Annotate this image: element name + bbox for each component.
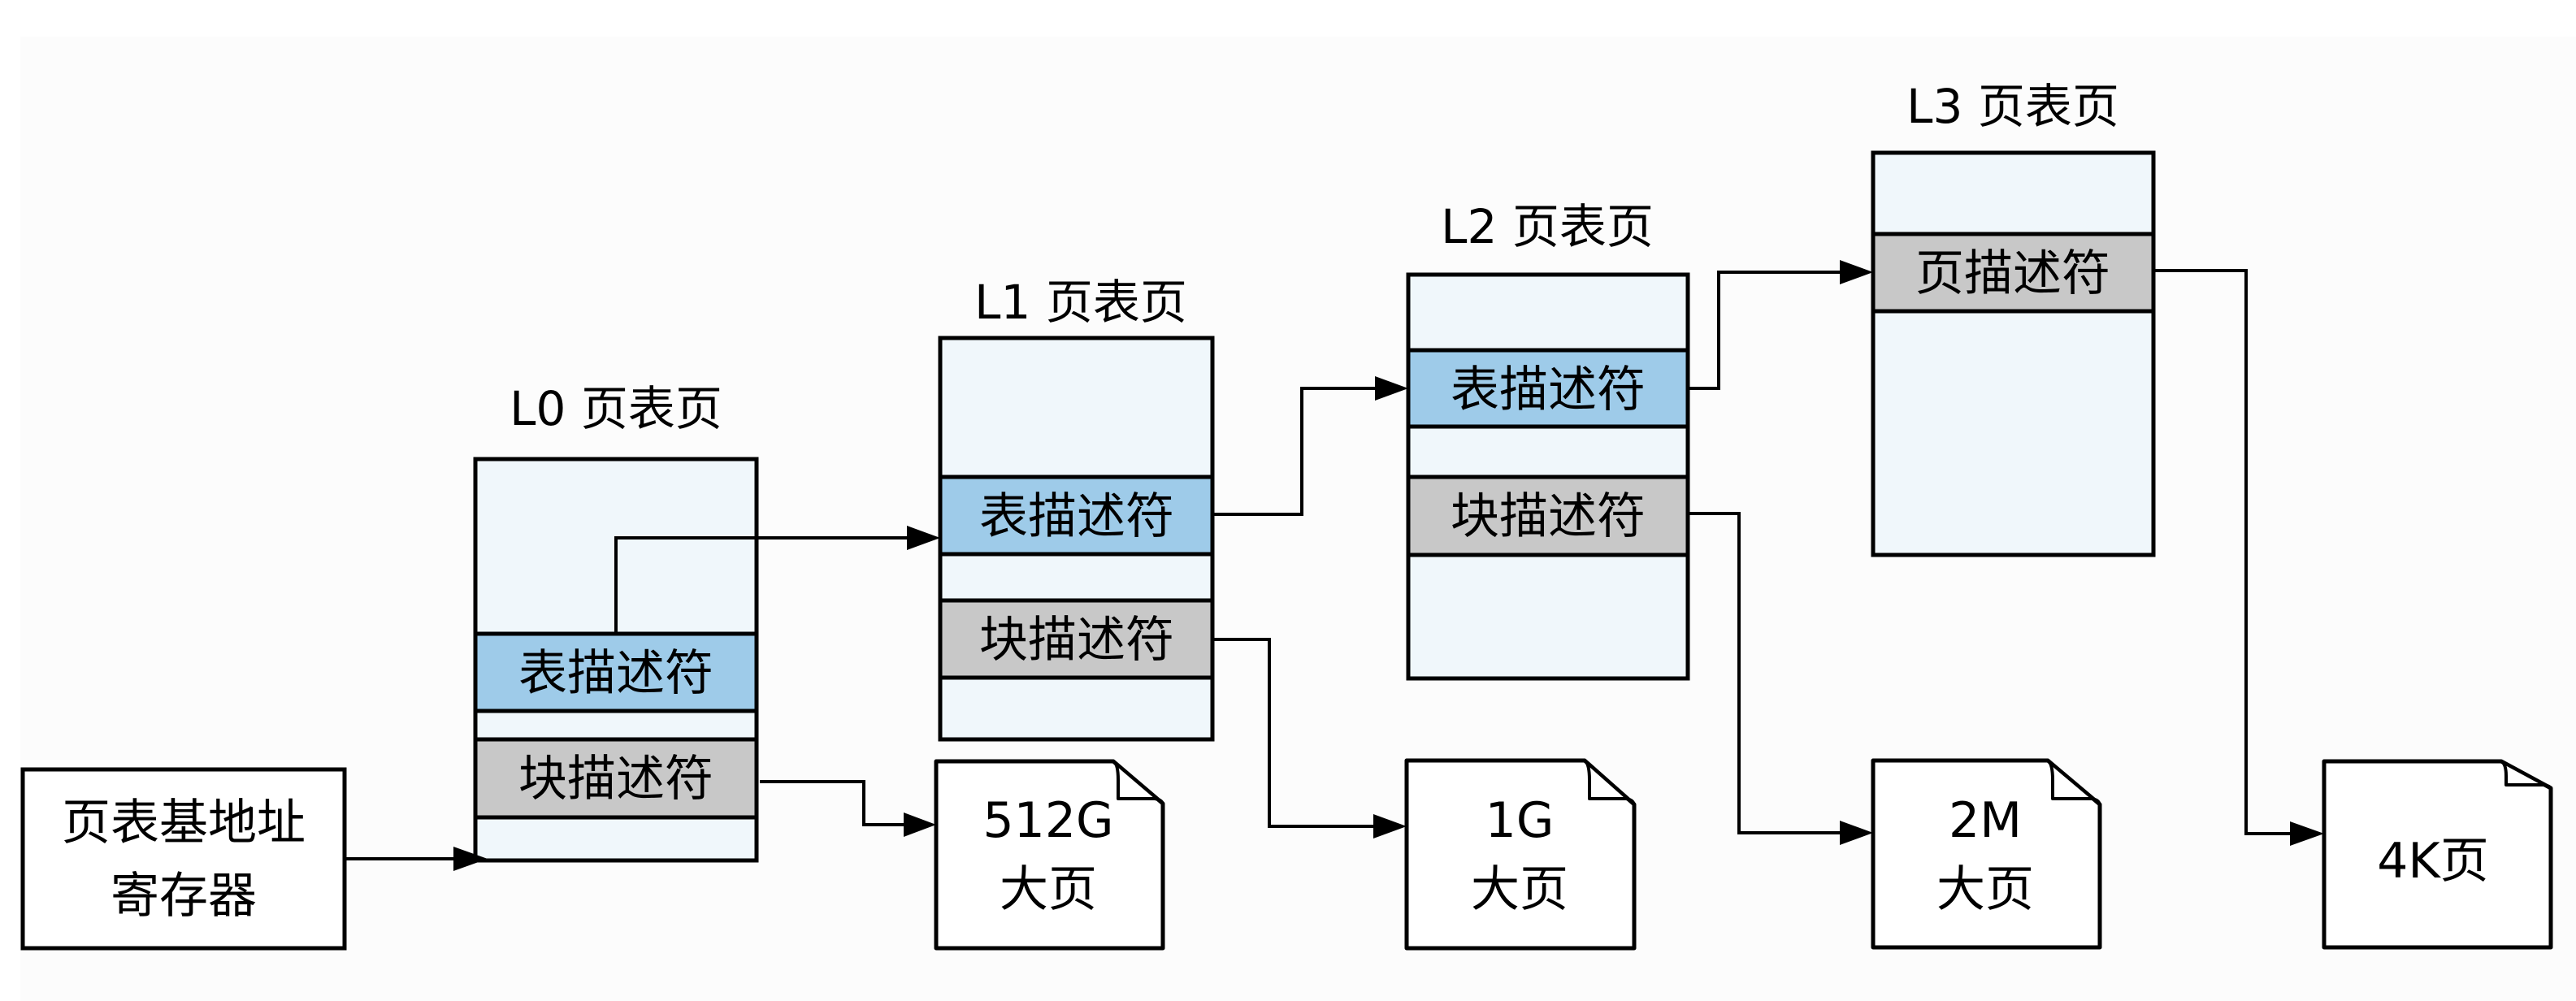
arrowhead-l2-to-l3	[1840, 260, 1873, 284]
page-2m-label: 大页	[1936, 861, 2034, 918]
l0-block-descriptor-label: 块描述符	[518, 751, 713, 808]
register-label-line2: 寄存器	[111, 868, 257, 925]
l1-block-descriptor	[938, 598, 1215, 680]
register-box	[20, 767, 347, 951]
arrowhead-l2-to-2m	[1840, 821, 1873, 845]
page-1g-size: 1G	[1485, 792, 1555, 849]
arrow-l3-to-4k	[2153, 269, 2293, 835]
l3-table-frame	[1871, 150, 2156, 557]
page-512g-fold	[1112, 760, 1164, 805]
page-2m-size: 2M	[1949, 792, 2022, 849]
page-table-base-register: 页表基地址 寄存器	[20, 767, 347, 951]
arrow-l1-to-1g	[1212, 638, 1377, 828]
l3-page-descriptor	[1871, 232, 2156, 314]
arrowhead-l1-to-1g	[1373, 814, 1407, 838]
arrow-l2-to-2m	[1688, 512, 1843, 834]
arrow-l1-to-l2	[1212, 387, 1377, 516]
arrow-l0-to-512g	[760, 780, 906, 826]
connectors	[345, 260, 2324, 871]
arrowhead-l3-to-4k	[2290, 821, 2324, 846]
l1-page-table: L1 页表页 表描述符 块描述符	[938, 275, 1215, 742]
l0-title: L0 页表页	[510, 381, 722, 436]
page-1g-fold	[1583, 759, 1636, 806]
page-1g-shape	[1404, 758, 1637, 951]
l2-block-descriptor-label: 块描述符	[1451, 488, 1646, 545]
l3-page-descriptor-label: 页描述符	[1915, 245, 2110, 302]
page-2m-fold	[2046, 759, 2101, 806]
arrowhead-l0-to-l1	[907, 526, 940, 550]
background-panel	[20, 37, 2576, 1001]
l1-table-descriptor	[938, 474, 1215, 557]
l1-table-descriptor-label: 表描述符	[979, 488, 1174, 545]
arrowhead-l0-to-512g	[904, 812, 936, 837]
page-4k: 4K页	[2322, 759, 2553, 950]
page-512g: 512G 大页	[934, 759, 1165, 951]
page-512g-size: 512G	[982, 792, 1113, 849]
page-512g-label: 大页	[1000, 861, 1097, 918]
l0-table-descriptor	[473, 631, 759, 713]
page-4k-shape	[2322, 759, 2553, 950]
register-label-line1: 页表基地址	[62, 795, 306, 852]
l1-title: L1 页表页	[974, 275, 1187, 330]
l2-block-descriptor	[1406, 474, 1690, 557]
page-1g-label: 大页	[1471, 861, 1568, 918]
page-2m: 2M 大页	[1871, 758, 2102, 950]
arrow-l0-to-l1	[614, 536, 910, 634]
l0-block-descriptor	[473, 737, 759, 820]
page-2m-shape	[1871, 758, 2102, 950]
l2-table-descriptor	[1406, 348, 1690, 429]
l2-table-descriptor-label: 表描述符	[1451, 362, 1646, 418]
page-4k-fold	[2500, 760, 2552, 790]
l0-table-descriptor-label: 表描述符	[518, 645, 713, 702]
arrow-l2-to-l3	[1688, 271, 1843, 390]
l1-block-descriptor-label: 块描述符	[979, 612, 1174, 669]
l2-page-table: L2 页表页 表描述符 块描述符	[1406, 199, 1690, 681]
l2-title: L2 页表页	[1441, 199, 1654, 254]
l3-title: L3 页表页	[1906, 79, 2119, 134]
page-4k-label: 4K页	[2377, 833, 2489, 890]
page-1g: 1G 大页	[1404, 758, 1637, 951]
l3-page-table: L3 页表页 页描述符	[1871, 79, 2156, 557]
arrowhead-l1-to-l2	[1375, 376, 1408, 401]
page-512g-shape	[934, 759, 1165, 951]
arrowhead-register-to-l0	[453, 847, 488, 871]
l0-page-table: L0 页表页 表描述符 块描述符	[473, 381, 759, 863]
